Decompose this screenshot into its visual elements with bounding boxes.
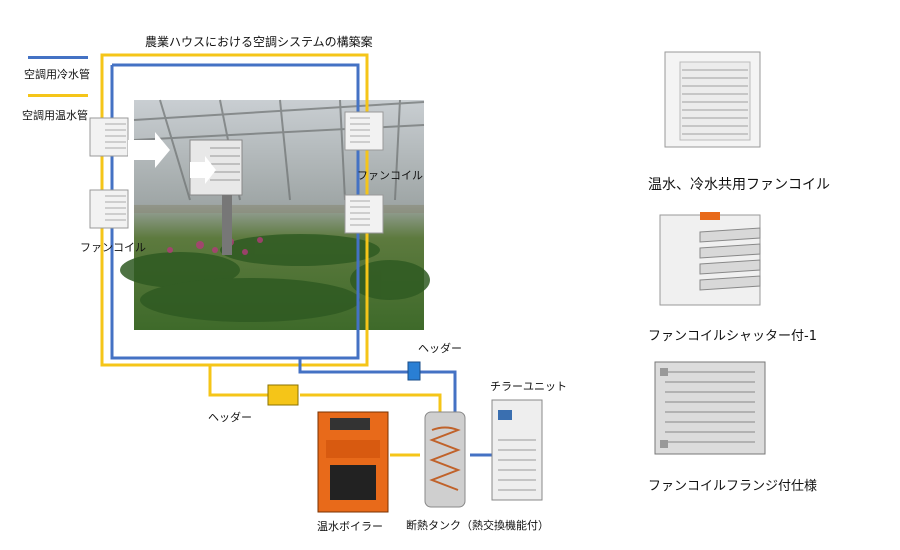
legend-hot-swatch <box>28 94 88 97</box>
chiller-label: チラーユニット <box>490 380 567 393</box>
cold-pipe <box>110 63 495 457</box>
fan-coil-icon-right-2 <box>344 194 384 234</box>
tank-label: 断熱タンク（熱交換機能付） <box>406 519 549 532</box>
header-bottom-label: ヘッダー <box>208 411 252 424</box>
product-caption-1: 温水、冷水共用ファンコイル <box>648 177 830 193</box>
legend-hot-label: 空調用温水管 <box>22 109 88 122</box>
header-top-label: ヘッダー <box>418 342 462 355</box>
fan-coil-icon-left-2 <box>89 189 129 229</box>
fan-coil-icon-left-1 <box>89 117 129 157</box>
airflow-arrow-icon <box>128 132 216 184</box>
product-fan-coil-icon <box>664 51 761 148</box>
legend: 空調用冷水管 空調用温水管 <box>18 50 108 122</box>
header-top-icon <box>407 361 421 381</box>
legend-cold-swatch <box>28 56 88 59</box>
fan-coil-label-left: ファンコイル <box>80 241 146 254</box>
boiler-icon <box>317 411 389 513</box>
product-fan-coil-flange-icon <box>654 361 766 455</box>
header-bottom-icon <box>267 384 299 406</box>
boiler-label: 温水ボイラー <box>317 520 383 533</box>
legend-cold-label: 空調用冷水管 <box>24 68 90 81</box>
tank-icon <box>424 411 466 508</box>
product-caption-3: ファンコイルフランジ付仕様 <box>648 479 818 494</box>
fan-coil-label-right: ファンコイル <box>357 169 423 182</box>
product-fan-coil-shutter-icon <box>659 212 761 306</box>
diagram-title: 農業ハウスにおける空調システムの構築案 <box>145 35 373 49</box>
fan-coil-icon-right-1 <box>344 111 384 151</box>
product-caption-2: ファンコイルシャッター付-1 <box>648 329 817 344</box>
chiller-icon <box>491 399 543 501</box>
